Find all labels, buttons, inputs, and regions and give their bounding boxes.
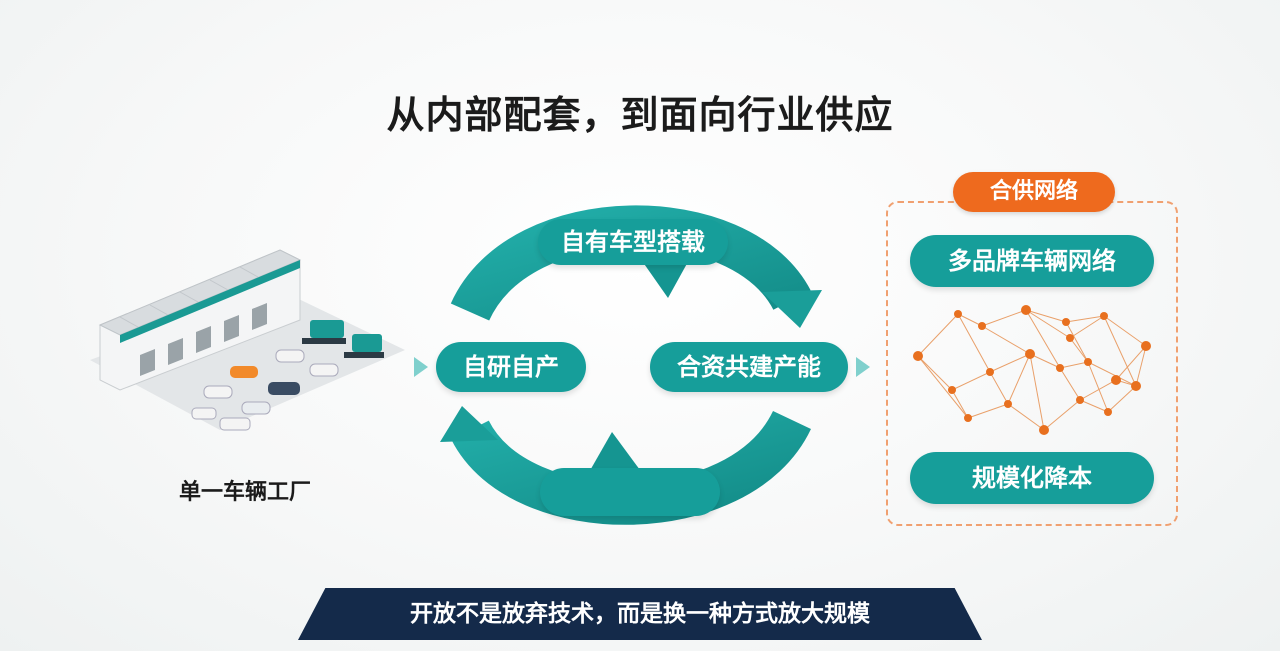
- network-edge: [1059, 367, 1081, 401]
- cycle-left-label: 自研自产: [463, 353, 559, 381]
- network-edge: [957, 313, 991, 373]
- cycle-top-pill: 自有车型搭载: [538, 219, 728, 265]
- network-lines: [917, 309, 1147, 431]
- network-edge: [1025, 309, 1071, 339]
- network-edge: [1065, 321, 1089, 363]
- network-edge: [1087, 361, 1109, 413]
- network-node: [1062, 318, 1070, 326]
- network-edge: [917, 355, 953, 391]
- network-edge: [1079, 379, 1117, 401]
- network-edge: [1135, 345, 1147, 387]
- network-edge: [981, 309, 1027, 327]
- network-node: [1021, 305, 1031, 315]
- network-edge: [989, 353, 1031, 373]
- chevron-right-icon: [856, 357, 870, 377]
- network-edge: [1043, 399, 1081, 431]
- cycle-bottom-pill: [540, 468, 720, 516]
- network-node: [913, 351, 923, 361]
- network-edge: [1059, 361, 1089, 369]
- parked-cars: [191, 349, 339, 431]
- network-node: [1104, 408, 1112, 416]
- cycle-arrowhead-bottom-left: [440, 406, 498, 442]
- network-edge: [989, 371, 1009, 405]
- network-node: [986, 368, 994, 376]
- cycle-arrowhead-top-right: [762, 290, 822, 328]
- cycle-right-label: 合资共建产能: [677, 353, 821, 381]
- network-edge: [1069, 337, 1089, 363]
- network-edge: [1087, 361, 1137, 387]
- network-edge: [1029, 353, 1061, 369]
- network-edge: [1029, 353, 1045, 431]
- network-node: [954, 310, 962, 318]
- network-edge: [917, 355, 969, 419]
- network-node: [964, 414, 972, 422]
- network-edge: [1103, 315, 1137, 387]
- network-edge: [967, 403, 1009, 419]
- network-node: [1056, 364, 1064, 372]
- network-edge: [1025, 309, 1061, 369]
- network-bottom-pill: 规模化降本: [910, 452, 1154, 504]
- network-node: [1131, 381, 1141, 391]
- network-node: [1039, 425, 1049, 435]
- cycle-right-pill: 合资共建产能: [650, 342, 848, 392]
- truck-1: [302, 320, 346, 344]
- network-edge: [1065, 315, 1105, 323]
- network-edge: [1069, 315, 1105, 339]
- network-edge: [1103, 315, 1147, 347]
- page-title: 从内部配套，到面向行业供应: [386, 93, 894, 137]
- bottom-banner: 开放不是放弃技术，而是换一种方式放大规模: [298, 588, 982, 640]
- network-edge: [951, 371, 991, 391]
- network-badge: 合供网络: [953, 172, 1115, 212]
- network-edge: [1107, 385, 1137, 413]
- network-node: [1111, 375, 1121, 385]
- network-node: [948, 386, 956, 394]
- network-node: [1076, 396, 1084, 404]
- factory-roof-ribs: [119, 266, 259, 328]
- network-top-pill: 多品牌车辆网络: [910, 235, 1154, 287]
- network-node: [1084, 358, 1092, 366]
- network-edge: [1115, 345, 1147, 381]
- chevron-right-icon: [414, 357, 428, 377]
- network-node: [1100, 312, 1108, 320]
- network-node: [1004, 400, 1012, 408]
- truck-2: [344, 334, 384, 358]
- factory-illustration: [90, 249, 405, 431]
- network-edge: [951, 389, 969, 419]
- network-edge: [1079, 399, 1109, 413]
- network-bottom-label: 规模化降本: [972, 464, 1092, 492]
- network-node: [1025, 349, 1035, 359]
- network-node: [978, 322, 986, 330]
- network-top-label: 多品牌车辆网络: [948, 247, 1116, 275]
- network-edge: [1007, 403, 1045, 431]
- factory-stripe: [120, 260, 300, 343]
- network-edge: [1025, 309, 1067, 323]
- network-edge: [981, 325, 1031, 355]
- network-edge: [1007, 353, 1031, 405]
- network-nodes: [913, 305, 1151, 435]
- factory-doors: [140, 303, 267, 376]
- network-node: [1066, 334, 1074, 342]
- factory-label: 单一车辆工厂: [178, 480, 311, 505]
- network-edge: [957, 313, 983, 327]
- cycle-left-pill: 自研自产: [436, 342, 586, 392]
- network-edge: [917, 313, 959, 357]
- cycle-top-label: 自有车型搭载: [561, 228, 705, 256]
- network-node: [1141, 341, 1151, 351]
